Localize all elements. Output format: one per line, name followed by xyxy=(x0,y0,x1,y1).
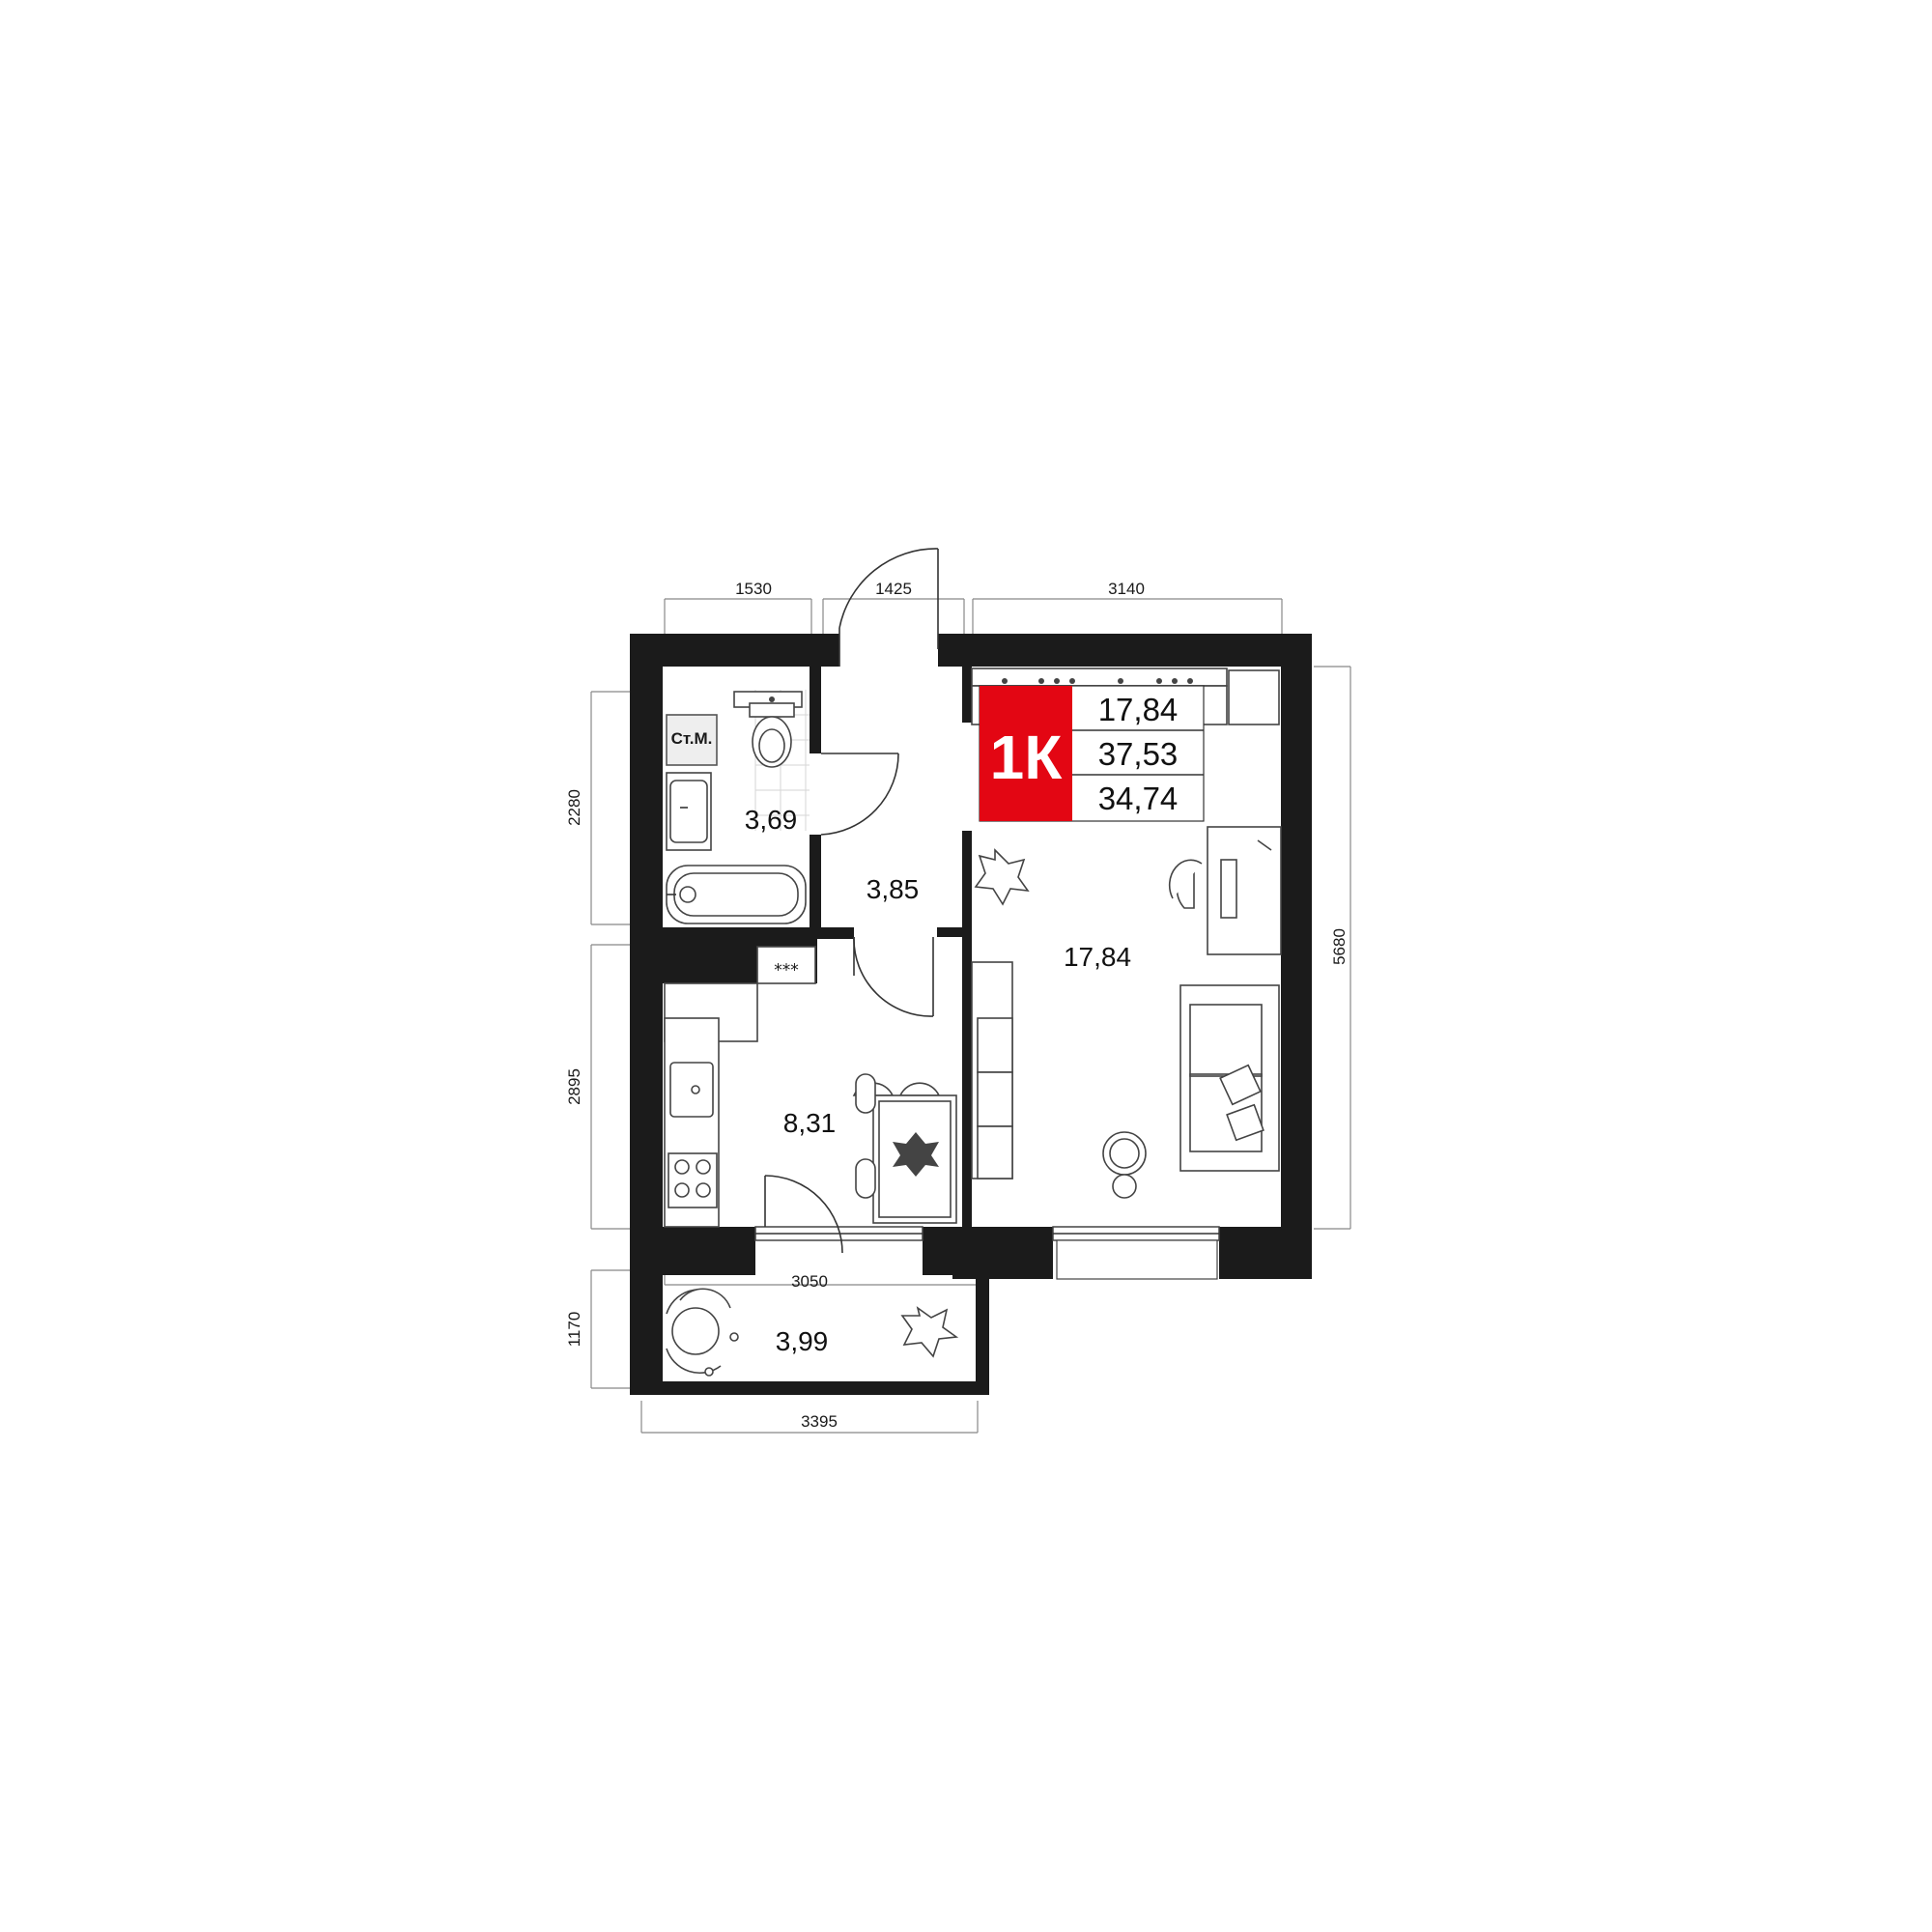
kitchen-door[interactable] xyxy=(853,936,934,1017)
side-table xyxy=(1102,1131,1147,1199)
bathroom xyxy=(663,690,810,927)
dim-balcony-inner: 3050 xyxy=(791,1272,828,1291)
windows xyxy=(754,1226,1220,1280)
kitchen-sink-icon xyxy=(669,1062,714,1118)
ventilation-label: ⁎⁎⁎ xyxy=(774,955,799,974)
apartment-summary-badge xyxy=(979,685,1205,822)
entrance-door[interactable] xyxy=(838,548,939,667)
total-area-value: 37,53 xyxy=(1098,736,1179,772)
plant-icon-living xyxy=(974,848,1030,906)
kitchen xyxy=(664,946,957,1228)
dim-right: 5680 xyxy=(1330,928,1349,965)
dim-top-middle: 1425 xyxy=(875,580,912,598)
balcony-chair xyxy=(666,1288,739,1377)
area-without-balcony-value: 34,74 xyxy=(1098,781,1179,816)
bathroom-area: 3,69 xyxy=(745,805,798,835)
sofa xyxy=(1179,984,1280,1172)
plant-icon xyxy=(893,1132,939,1177)
apartment-type-badge xyxy=(980,686,1072,821)
washing-machine-label: Ст.М. xyxy=(671,729,713,748)
desk xyxy=(1168,826,1282,955)
ventilation-shaft xyxy=(756,946,816,984)
dim-left-upper: 2280 xyxy=(565,789,583,826)
dim-top-right: 3140 xyxy=(1108,580,1145,598)
dining-table xyxy=(852,1073,957,1224)
dim-left-lower: 2895 xyxy=(565,1068,583,1105)
dim-balcony-outer: 3395 xyxy=(801,1412,838,1431)
dimension-lines xyxy=(590,598,1351,1434)
balcony-door[interactable] xyxy=(764,1175,843,1254)
living-room-area: 17,84 xyxy=(1064,942,1131,972)
hallway-area: 3,85 xyxy=(867,874,920,904)
balcony-area: 3,99 xyxy=(776,1326,829,1356)
dim-left-balcony: 1170 xyxy=(565,1312,583,1348)
living-area-value: 17,84 xyxy=(1098,692,1179,727)
dim-top-left: 1530 xyxy=(735,580,772,598)
kitchen-area: 8,31 xyxy=(783,1108,837,1138)
balcony xyxy=(666,1288,959,1377)
bathroom-door[interactable] xyxy=(820,753,899,836)
washing-machine xyxy=(666,714,718,766)
stove-icon xyxy=(668,1152,718,1208)
plant-icon-balcony xyxy=(900,1306,959,1358)
bathtub-icon xyxy=(666,865,807,924)
apartment-type-code: 1К xyxy=(990,723,1064,792)
toilet-icon xyxy=(733,691,803,768)
shelving-unit xyxy=(971,961,1013,1179)
walls xyxy=(630,634,1312,1395)
